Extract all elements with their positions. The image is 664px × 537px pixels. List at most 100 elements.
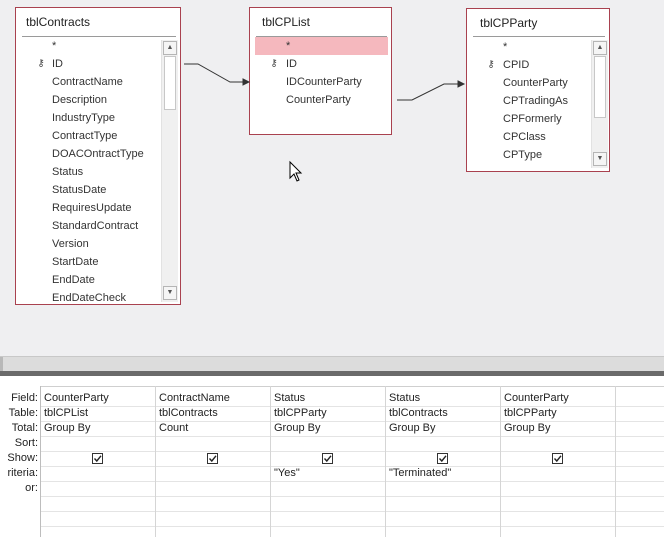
grid-cell-table[interactable]: tblCPParty	[504, 407, 557, 419]
grid-cell-table[interactable]: tblCPList	[44, 407, 89, 419]
field-version[interactable]: Version	[52, 238, 89, 250]
table-title-separator	[473, 36, 605, 37]
grid-cell-field[interactable]: Status	[274, 392, 306, 404]
grid-line	[40, 451, 664, 452]
key-icon: ⚷	[487, 59, 495, 70]
field-id[interactable]: ID	[286, 58, 297, 70]
show-checkbox[interactable]	[437, 453, 448, 464]
table-title-tblcpparty: tblCPParty	[480, 16, 538, 30]
field-cptradingas[interactable]: CPTradingAs	[503, 95, 569, 107]
field-status[interactable]: Status	[52, 166, 84, 178]
grid-line	[40, 406, 664, 407]
field-idcounterparty[interactable]: IDCounterParty	[286, 76, 362, 88]
checkmark-icon	[438, 455, 447, 463]
chevron-up-icon[interactable]: ▲	[163, 41, 177, 55]
field-contracttype[interactable]: ContractType	[52, 130, 118, 142]
grid-line	[40, 436, 664, 437]
grid-column-line	[40, 386, 41, 537]
field-enddatecheck[interactable]: EndDateCheck	[52, 292, 126, 303]
field-star[interactable]: *	[52, 40, 57, 52]
grid-cell-table[interactable]: tblContracts	[159, 407, 218, 419]
show-checkbox[interactable]	[207, 453, 218, 464]
chevron-down-icon[interactable]: ▼	[593, 152, 607, 166]
table-title-separator	[22, 36, 176, 37]
field-startdate[interactable]: StartDate	[52, 256, 99, 268]
grid-column-line	[615, 386, 616, 537]
row-label-field: Field:	[11, 392, 38, 404]
field-counterparty[interactable]: CounterParty	[503, 77, 568, 89]
field-contractname[interactable]: ContractName	[52, 76, 123, 88]
field-doacontracttype[interactable]: DOACOntractType	[52, 148, 144, 160]
grid-line	[40, 496, 664, 497]
grid-cell-total[interactable]: Group By	[504, 422, 551, 434]
field-description[interactable]: Description	[52, 94, 108, 106]
checkmark-icon	[93, 455, 102, 463]
table-box-tblcplist[interactable]: tblCPList * ⚷ ID IDCounterParty CounterP…	[249, 7, 392, 135]
field-cpclass[interactable]: CPClass	[503, 131, 546, 143]
grid-column-line	[500, 386, 501, 537]
table-box-tblcontracts[interactable]: tblContracts * ⚷ ID ContractName Descrip…	[15, 7, 181, 305]
show-checkbox[interactable]	[552, 453, 563, 464]
join-line-cplist-cpparty[interactable]	[397, 80, 466, 101]
grid-cell-total[interactable]: Group By	[44, 422, 91, 434]
field-star[interactable]: *	[503, 41, 508, 53]
grid-cell-criteria[interactable]: "Yes"	[274, 467, 300, 479]
vertical-scrollbar[interactable]: ▲ ▼	[591, 40, 608, 168]
grid-line	[40, 466, 664, 467]
field-standardcontract[interactable]: StandardContract	[52, 220, 139, 232]
table-title-tblcplist: tblCPList	[262, 15, 311, 29]
row-label-show: Show:	[7, 452, 38, 464]
row-label-or: or:	[25, 482, 38, 494]
row-label-criteria: riteria:	[7, 467, 38, 479]
show-checkbox[interactable]	[322, 453, 333, 464]
field-enddate[interactable]: EndDate	[52, 274, 95, 286]
grid-cell-table[interactable]: tblContracts	[389, 407, 448, 419]
table-box-tblcpparty[interactable]: tblCPParty * ⚷ CPID CounterParty CPTradi…	[466, 8, 610, 172]
scrollbar-thumb[interactable]	[594, 56, 606, 118]
field-requiresupdate[interactable]: RequiresUpdate	[52, 202, 132, 214]
grid-cell-total[interactable]: Group By	[274, 422, 321, 434]
grid-cell-field[interactable]: CounterParty	[504, 392, 569, 404]
grid-line	[40, 511, 664, 512]
grid-cell-total[interactable]: Group By	[389, 422, 436, 434]
key-icon: ⚷	[270, 58, 278, 69]
field-cptype[interactable]: CPType	[503, 149, 543, 161]
field-counterparty[interactable]: CounterParty	[286, 94, 351, 106]
vertical-scrollbar[interactable]: ▲ ▼	[161, 40, 178, 302]
field-industrytype[interactable]: IndustryType	[52, 112, 115, 124]
join-line-contracts-cplist[interactable]	[184, 63, 251, 86]
chevron-down-icon[interactable]: ▼	[163, 286, 177, 300]
show-checkbox[interactable]	[92, 453, 103, 464]
grid-top-band	[0, 371, 664, 376]
grid-cell-table[interactable]: tblCPParty	[274, 407, 327, 419]
grid-column-line	[270, 386, 271, 537]
grid-cell-field[interactable]: Status	[389, 392, 421, 404]
grid-line	[40, 421, 664, 422]
grid-cell-field[interactable]: ContractName	[159, 392, 230, 404]
grid-cell-field[interactable]: CounterParty	[44, 392, 109, 404]
grid-column-line	[155, 386, 156, 537]
table-title-separator	[256, 36, 387, 37]
grid-cell-criteria[interactable]: "Terminated"	[389, 467, 452, 479]
field-id[interactable]: ID	[52, 58, 63, 70]
field-statusdate[interactable]: StatusDate	[52, 184, 107, 196]
field-cpid[interactable]: CPID	[503, 59, 530, 71]
scrollbar-thumb[interactable]	[164, 56, 176, 110]
field-cpformerly[interactable]: CPFormerly	[503, 113, 562, 125]
grid-column-line	[385, 386, 386, 537]
row-label-table: Table:	[8, 407, 38, 419]
splitter-handle[interactable]	[0, 357, 3, 371]
field-star-selected[interactable]: *	[255, 37, 388, 55]
row-label-sort: Sort:	[14, 437, 38, 449]
grid-cell-total[interactable]: Count	[159, 422, 189, 434]
grid-line	[40, 526, 664, 527]
row-label-total: Total:	[11, 422, 38, 434]
table-title-tblcontracts: tblContracts	[26, 15, 91, 29]
chevron-up-icon[interactable]: ▲	[593, 41, 607, 55]
join-lines	[184, 63, 466, 182]
checkmark-icon	[208, 455, 217, 463]
pane-splitter[interactable]	[0, 356, 664, 372]
checkmark-icon	[553, 455, 562, 463]
grid-line	[40, 386, 664, 387]
mouse-cursor-icon	[289, 160, 303, 182]
